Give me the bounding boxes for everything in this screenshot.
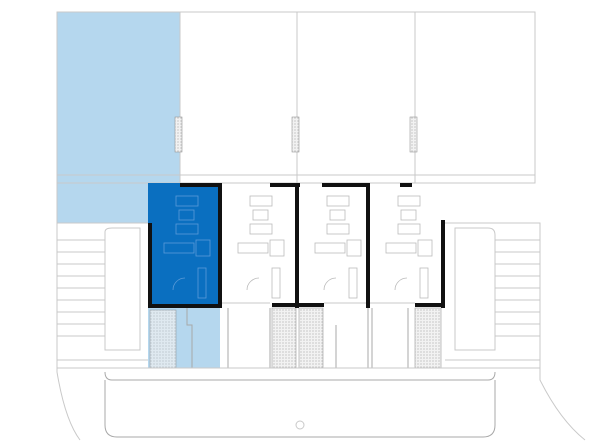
front-yards [57, 307, 540, 369]
furniture [237, 242, 269, 254]
furniture [195, 239, 211, 257]
furniture [175, 195, 199, 207]
access-road [56, 360, 586, 441]
furniture [419, 267, 429, 299]
dwelling-units [148, 183, 445, 308]
furniture [417, 239, 433, 257]
furniture [400, 209, 417, 221]
furniture [323, 277, 337, 291]
furniture [346, 239, 362, 257]
furniture [178, 209, 195, 221]
furniture [326, 195, 350, 207]
side-parking [56, 183, 541, 361]
furniture [197, 267, 207, 299]
furniture [385, 242, 417, 254]
furniture [249, 195, 273, 207]
furniture [269, 239, 285, 257]
furniture [326, 223, 350, 235]
furniture [172, 277, 186, 291]
furniture [249, 223, 273, 235]
furniture [397, 195, 421, 207]
furniture [348, 267, 358, 299]
furniture [246, 277, 260, 291]
furniture [175, 223, 199, 235]
furniture [394, 277, 408, 291]
rear-gardens [56, 11, 536, 223]
furniture [271, 267, 281, 299]
furniture [252, 209, 269, 221]
furniture [314, 242, 346, 254]
furniture [397, 223, 421, 235]
furniture [329, 209, 346, 221]
furniture [163, 242, 195, 254]
highlighted-unit [148, 183, 220, 308]
